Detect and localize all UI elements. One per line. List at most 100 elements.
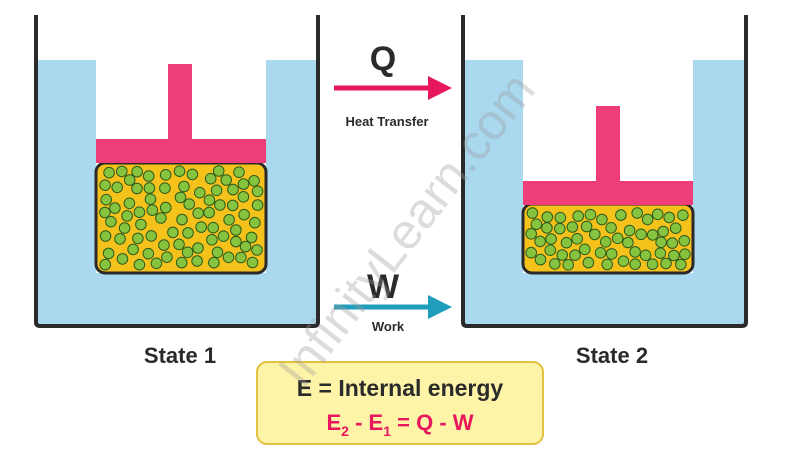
gas-molecule [249, 216, 261, 229]
gas-molecule [657, 225, 670, 238]
gas-molecule [217, 230, 230, 242]
gas-molecule [230, 224, 242, 236]
gas-molecule [666, 237, 679, 249]
state-1-container [34, 15, 320, 328]
gas-molecule [207, 221, 219, 234]
gas-molecule [601, 258, 614, 271]
gas-molecule [99, 179, 111, 191]
gas-molecule [227, 183, 239, 196]
gas-molecule [641, 213, 654, 226]
gas-molecule [534, 253, 547, 266]
gas-molecule [556, 249, 569, 261]
gas-molecule [146, 204, 159, 216]
gas-molecule [204, 172, 217, 185]
gas-molecule [251, 199, 264, 211]
gas-molecule [525, 228, 538, 240]
gas-molecule [159, 169, 172, 181]
gas-molecule [646, 258, 659, 271]
gas-molecule [237, 178, 250, 190]
gas-molecule [611, 232, 624, 245]
heat-symbol: Q [370, 40, 396, 78]
state-2-piston-plate [523, 181, 693, 205]
gas-molecule [135, 218, 147, 231]
gas-molecule [208, 256, 220, 269]
gas-molecule [133, 206, 146, 218]
gas-molecule [220, 174, 232, 186]
gas-molecule [132, 232, 144, 245]
state-2-container [461, 15, 748, 328]
gas-molecule [579, 243, 591, 256]
formula-e1: E [369, 410, 384, 435]
gas-molecule [159, 201, 172, 214]
state-1-label: State 1 [144, 343, 216, 368]
gas-molecule [181, 246, 194, 259]
gas-molecule [594, 247, 607, 259]
gas-molecule [584, 208, 597, 221]
gas-molecule [145, 230, 158, 242]
gas-molecule [175, 256, 188, 269]
state-1-beaker [34, 15, 320, 328]
gas-molecule [114, 233, 126, 245]
gas-molecule [176, 213, 188, 226]
gas-molecule [589, 228, 601, 241]
gas-molecule [167, 226, 179, 239]
gas-molecule [99, 206, 111, 219]
gas-molecule [678, 235, 691, 247]
gas-molecule [131, 182, 143, 195]
gas-molecule [605, 222, 617, 234]
gas-molecule [631, 207, 644, 219]
gas-molecule [560, 236, 573, 249]
gas-molecule [109, 202, 121, 214]
gas-molecule [195, 221, 207, 233]
formula-minus: - [349, 410, 369, 435]
heat-caption: Heat Transfer [345, 114, 428, 129]
gas-molecule [605, 248, 618, 260]
gas-molecule [203, 206, 215, 219]
gas-molecule [655, 236, 667, 249]
gas-molecule [182, 227, 194, 239]
gas-molecule [203, 194, 216, 206]
gas-molecule [226, 199, 239, 212]
gas-molecule [572, 210, 585, 222]
gas-molecule [554, 222, 566, 235]
formula-rhs: = Q - W [391, 410, 474, 435]
gas-molecule [116, 165, 128, 178]
gas-molecule [654, 247, 667, 259]
gas-molecule [173, 238, 185, 251]
gas-molecule [103, 166, 115, 179]
gas-molecule [615, 209, 627, 221]
gas-molecule [526, 207, 539, 219]
gas-molecule [142, 247, 155, 260]
gas-molecule [544, 244, 557, 256]
gas-molecule [549, 258, 561, 270]
gas-molecule [534, 235, 546, 248]
gas-molecule [562, 259, 575, 271]
gas-molecule [596, 213, 608, 226]
gas-molecule [622, 236, 634, 249]
gas-molecule [105, 215, 117, 228]
work-symbol: W [367, 268, 400, 306]
gas-molecule [116, 253, 129, 265]
gas-molecule [210, 184, 223, 197]
gas-molecule [99, 230, 112, 242]
gas-molecule [194, 186, 206, 199]
gas-molecule [629, 258, 642, 271]
gas-molecule [192, 242, 204, 254]
gas-molecule [123, 174, 136, 186]
gas-molecule [155, 212, 167, 224]
gas-molecule [144, 193, 157, 205]
gas-molecule [669, 222, 682, 234]
gas-molecule [206, 234, 218, 246]
work-arrow [334, 295, 452, 319]
gas-molecule [174, 191, 187, 204]
gas-molecule [211, 246, 224, 259]
gas-molecule [99, 258, 112, 271]
gas-molecule [545, 233, 557, 245]
state-1-piston-rod [168, 64, 192, 140]
gas-molecule [173, 165, 186, 177]
gas-molecule [192, 207, 204, 219]
gas-molecule [525, 246, 538, 259]
gas-molecule [235, 251, 247, 264]
gas-molecule [212, 165, 225, 177]
